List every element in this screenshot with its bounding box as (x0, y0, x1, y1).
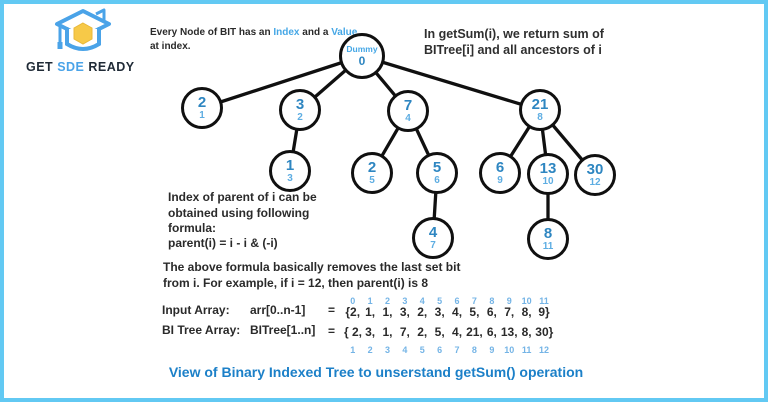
logo-word-sde: SDE (57, 60, 85, 74)
array-value: 1, (365, 305, 376, 319)
array-value: 4, (452, 305, 463, 319)
array-index: 4 (419, 296, 425, 306)
array-index: 2 (367, 345, 373, 355)
array-value: { 2, (344, 325, 363, 339)
array-value: 3, (434, 305, 445, 319)
array-value: 8, (521, 305, 532, 319)
tree-edge (498, 108, 542, 175)
note-text: and a (299, 27, 332, 38)
array-index: 7 (471, 296, 477, 306)
array-index: 9 (489, 345, 495, 355)
bitree-array-name: BITree[1..n] (250, 323, 316, 337)
array-value: 9} (538, 305, 550, 319)
array-value: 5, (434, 325, 445, 339)
array-value: 13, (500, 325, 518, 339)
parent-formula-intro: Index of parent of i can be obtained usi… (168, 190, 317, 236)
array-value: 8, (521, 325, 532, 339)
logo-text: GET SDE READY (26, 60, 156, 74)
array-value: 1, (382, 305, 393, 319)
note-text: Every Node of BIT has an (150, 27, 274, 38)
array-index: 5 (419, 345, 425, 355)
array-index: 10 (504, 345, 515, 355)
input-array-values: {2, 1, 1, 3, 2, 3, 4, 5, 6, 7, 8, 9} (344, 303, 553, 321)
index-word: Index (273, 27, 300, 38)
tree-edge (288, 108, 302, 173)
input-array-label: Input Array: (162, 303, 230, 317)
diagram-title: View of Binary Indexed Tree to unserstan… (168, 364, 584, 380)
array-index: 8 (489, 296, 495, 306)
bitree-array-label: BI Tree Array: (162, 323, 241, 337)
array-index: 0 (350, 296, 356, 306)
equals-sign: = (328, 303, 336, 317)
tree-edge (298, 54, 364, 112)
array-value: 21, (466, 325, 483, 339)
tree-edge (370, 109, 410, 175)
array-index: 5 (437, 296, 443, 306)
logo-word-ready: READY (88, 60, 135, 74)
array-index: 6 (454, 296, 460, 306)
array-value: 1, (382, 325, 393, 339)
array-value: 4, (452, 325, 463, 339)
array-value: 6, (486, 325, 497, 339)
array-index: 3 (402, 296, 408, 306)
graduation-cap-icon (55, 8, 111, 51)
bit-node-note: Every Node of BIT has an Index and a Val… (150, 26, 362, 53)
array-index: 1 (367, 296, 373, 306)
input-array-name: arr[0..n-1] (250, 303, 306, 317)
array-value: {2, (345, 305, 361, 319)
input-array-index-row: 0 1 2 3 4 5 6 7 8 9 10 11 (344, 291, 553, 309)
array-value: 7, (504, 305, 515, 319)
equals-sign: = (328, 324, 336, 338)
getsum-note: In getSum(i), we return sum of BITree[i]… (424, 27, 604, 58)
array-index: 9 (506, 296, 512, 306)
note-text: at index. (150, 40, 191, 52)
logo-word-get: GET (26, 60, 54, 74)
array-value: 5, (469, 305, 480, 319)
array-index: 11 (521, 345, 532, 355)
array-index: 6 (437, 345, 443, 355)
parent-formula: parent(i) = i - i & (-i) (168, 236, 278, 250)
formula-explanation: The above formula basically removes the … (163, 260, 461, 290)
array-index: 8 (471, 345, 477, 355)
tree-edge (406, 109, 439, 175)
tree-edge (360, 54, 542, 112)
array-index: 7 (454, 345, 460, 355)
array-index: 12 (538, 345, 549, 355)
array-value: 3, (365, 325, 376, 339)
array-index: 10 (521, 296, 532, 306)
array-index: 2 (384, 296, 390, 306)
array-index: 11 (539, 296, 549, 306)
array-value: 2, (417, 305, 428, 319)
array-value: 6, (486, 305, 497, 319)
array-index: 1 (350, 345, 356, 355)
tree-edge (200, 54, 364, 110)
array-index: 4 (402, 345, 408, 355)
logo: GET SDE READY (24, 8, 154, 74)
array-value: 3, (399, 305, 410, 319)
array-index: 3 (384, 345, 390, 355)
value-word: Value (331, 27, 358, 38)
tree-edge (431, 171, 439, 240)
array-value: 2, (417, 325, 428, 339)
array-value: 30} (535, 325, 554, 339)
array-value: 7, (399, 325, 410, 339)
bitree-array-values: { 2,3, 1, 7, 2, 5, 4,21,6,13,8,30} (344, 323, 553, 341)
